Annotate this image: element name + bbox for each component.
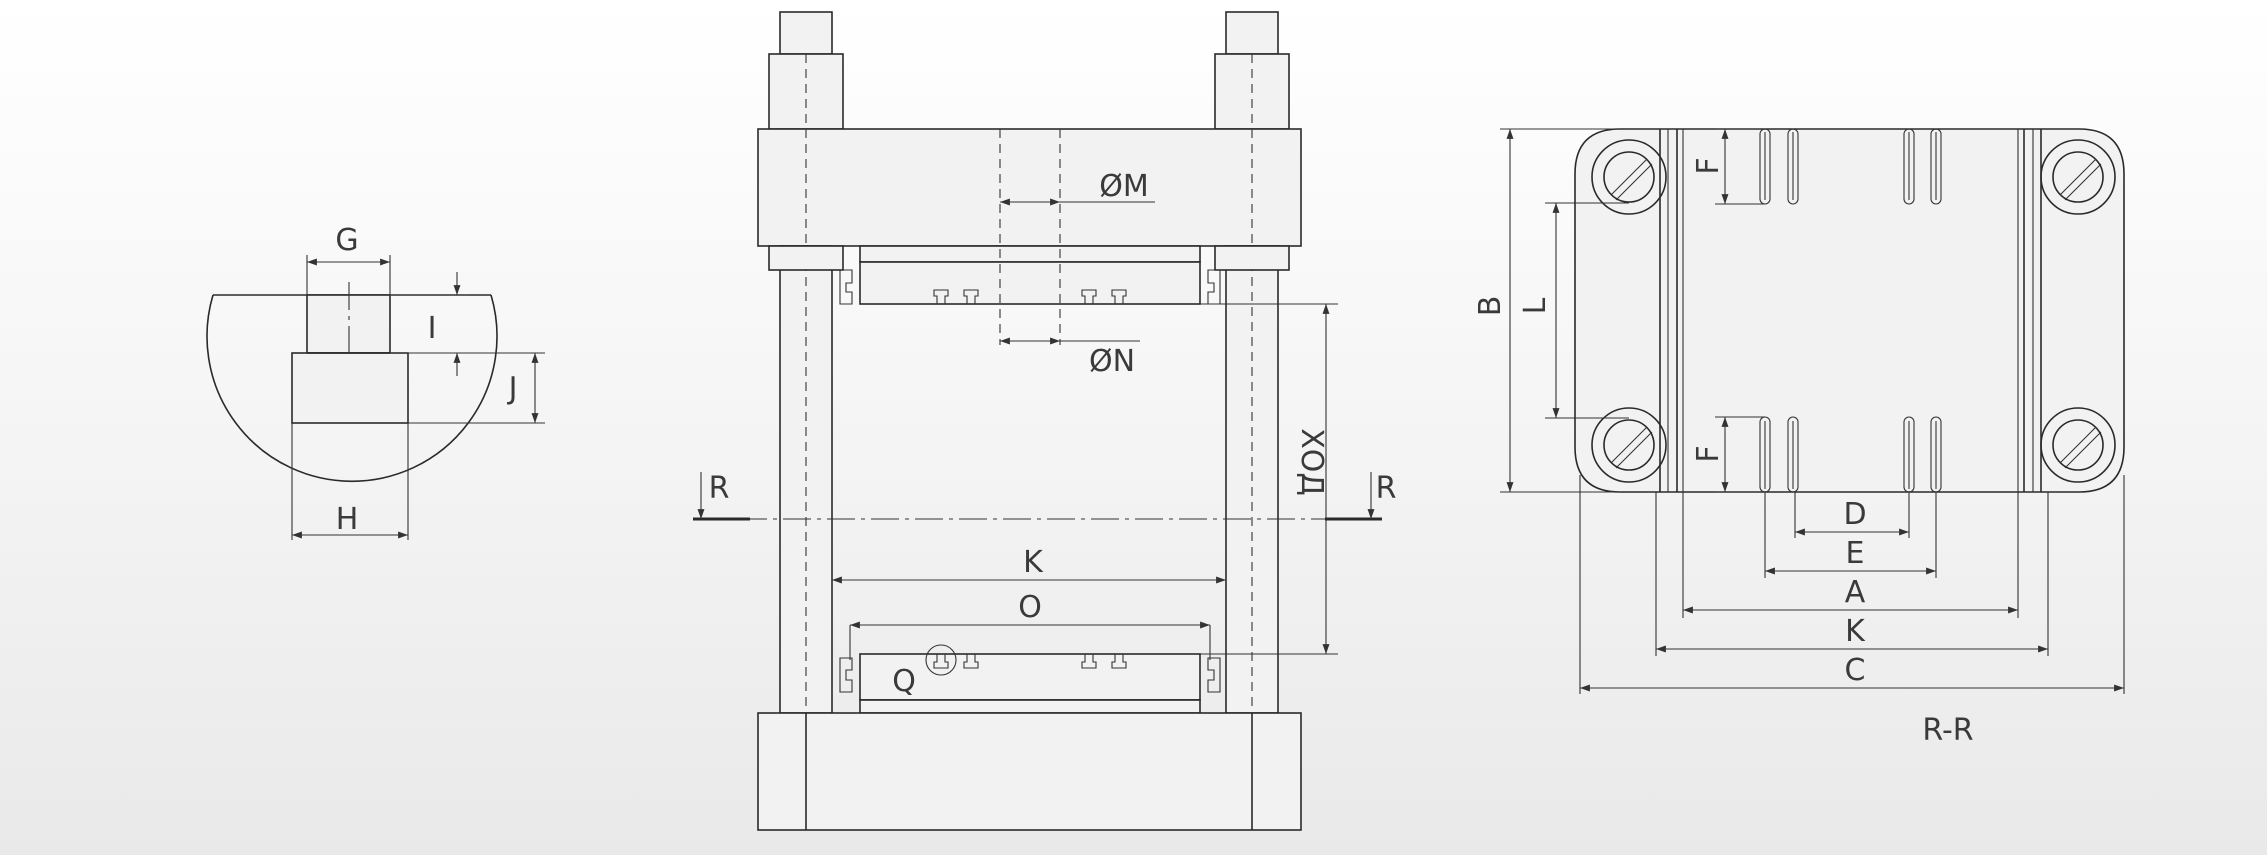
dim-label-f-bottom: F [1691,445,1726,462]
dim-label-i: I [428,311,437,346]
press-front-view: ØM ØN ХОД R R K O [693,11,1397,831]
section-r-r-view: B L F F D E A [1473,128,2125,748]
dim-label-n: ØN [1089,344,1135,379]
dim-label-c: C [1845,653,1866,688]
dim-label-l: L [1518,297,1553,314]
dim-label-m: ØM [1099,169,1149,204]
dim-label-b: B [1473,296,1508,317]
section-mark-r-right: R [1376,471,1397,506]
dim-label-k-section: K [1845,614,1866,649]
dim-label-g: G [335,223,358,258]
dim-label-e: E [1846,536,1865,571]
dim-label-j: J [507,371,518,406]
dim-label-a: A [1845,575,1866,610]
dim-label-d: D [1843,497,1866,532]
dim-label-h: H [336,502,359,537]
dim-label-f-top: F [1691,157,1726,174]
t-slot-detail: G I J H [206,223,545,540]
dim-label-hod: ХОД [1294,428,1329,496]
dim-label-o: O [1018,590,1042,625]
detail-label-q: Q [892,664,916,699]
section-mark-r-left: R [709,471,730,506]
section-title: R-R [1922,713,1973,748]
dim-label-k: K [1023,545,1044,580]
